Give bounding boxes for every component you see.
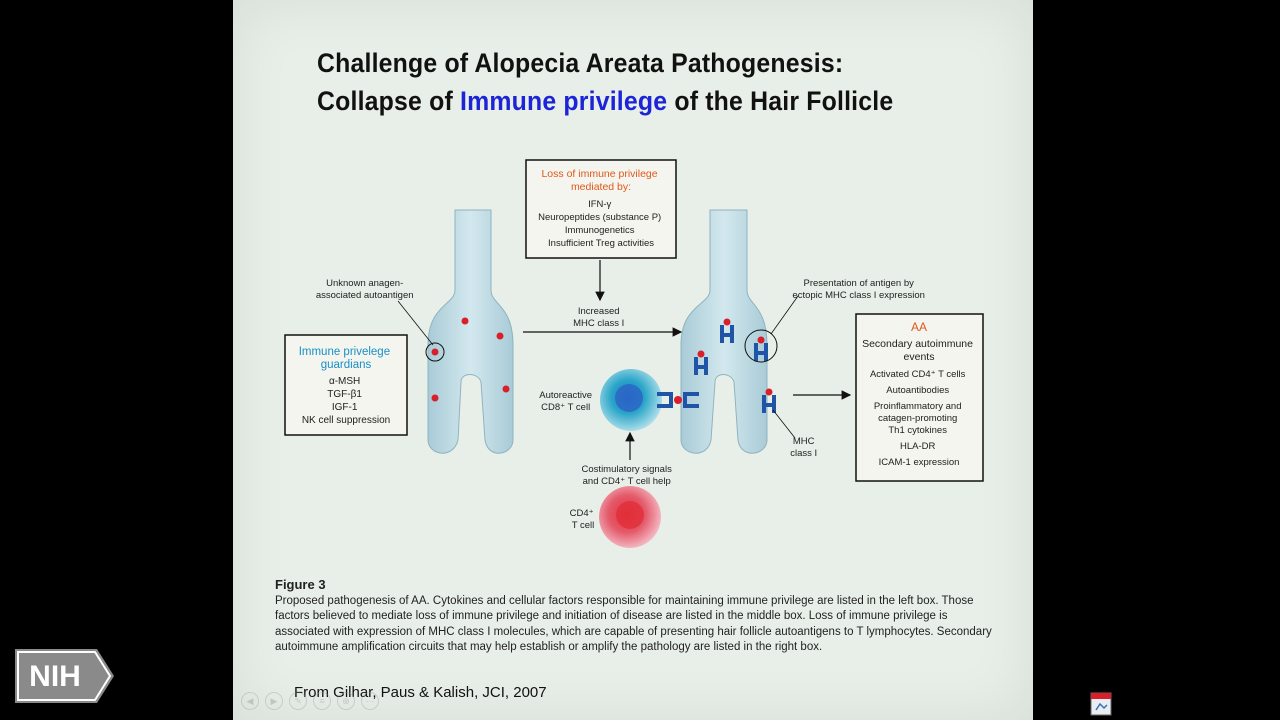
left-box-item: α-MSH: [329, 376, 360, 387]
tcr-mhc-complex: [657, 392, 699, 408]
title-line-2-prefix: Collapse of: [317, 86, 461, 116]
svg-text:Loss of immune privilege: Loss of immune privilege mediated by:: [541, 168, 660, 193]
label-unknown-antigen: associated autoantigen: [316, 290, 414, 301]
right-box-item: Th1 cytokines: [888, 425, 947, 436]
label-autoreactive: CD8⁺ T cell: [541, 402, 590, 413]
svg-text:Activated CD4⁺ T cells A: Activated CD4⁺ T cells Autoantibodies Pr…: [870, 369, 968, 468]
title-highlight: Immune privilege: [460, 86, 668, 116]
presentation-leader-line: [770, 295, 799, 335]
pen-icon[interactable]: ✎: [289, 692, 307, 710]
zoom-icon[interactable]: ⊕: [337, 692, 355, 710]
left-box-item: IGF-1: [332, 402, 358, 413]
center-box-item: Neuropeptides (substance P): [538, 212, 661, 223]
center-box-heading-1: Loss of immune privilege: [541, 168, 657, 180]
title-line-1: Challenge of Alopecia Areata Pathogenesi…: [317, 48, 844, 78]
right-box-item: HLA-DR: [900, 441, 936, 452]
right-box-item: ICAM-1 expression: [879, 457, 960, 468]
nih-logo: NIH: [15, 649, 114, 703]
figure-label: Figure 3: [275, 577, 326, 592]
left-follicle-antigens: [425, 317, 510, 402]
right-box: [855, 313, 984, 482]
label-costimulatory: and CD4⁺ T cell help: [583, 476, 671, 487]
title-line-2-suffix: of the Hair Follicle: [667, 86, 894, 116]
slide: Challenge of Alopecia Areata Pathogenesi…: [233, 0, 1033, 720]
next-slide-icon[interactable]: ▶: [265, 692, 283, 710]
right-box-heading: AA: [911, 320, 927, 334]
cd4-t-cell: [599, 486, 661, 548]
svg-text:AA: AA: [911, 320, 927, 334]
label-mhc-class: MHC: [793, 436, 815, 447]
right-box-item: Proinflammatory and: [874, 401, 962, 412]
prev-slide-icon[interactable]: ◀: [241, 692, 259, 710]
left-box: [284, 334, 408, 436]
left-box-heading-1: Immune privelege: [299, 346, 390, 358]
label-autoreactive: Autoreactive: [539, 390, 592, 401]
mhc-receptors: [694, 318, 778, 413]
right-box-item: Activated CD4⁺ T cells: [870, 369, 966, 380]
source-citation: From Gilhar, Paus & Kalish, JCI, 2007: [294, 684, 547, 701]
label-presentation: ectopic MHC class I expression: [792, 290, 925, 301]
center-box: [525, 159, 677, 259]
left-box-item: NK cell suppression: [302, 415, 390, 426]
right-box-item: Autoantibodies: [886, 385, 949, 396]
nih-logo-text: NIH: [29, 660, 81, 693]
antigen-leader-line: [397, 300, 434, 346]
svg-text:Immune privelege guardia: Immune privelege guardians: [299, 346, 394, 371]
center-box-heading-2: mediated by:: [571, 181, 631, 193]
left-box-item: TGF-β1: [327, 389, 362, 400]
pathogenesis-diagram: Loss of immune privilege mediated by: IF…: [284, 159, 984, 548]
slide-title: Challenge of Alopecia Areata Pathogenesi…: [317, 44, 893, 120]
label-increased-mhc: MHC class I: [573, 318, 624, 329]
label-unknown-antigen: Unknown anagen-: [326, 278, 403, 289]
svg-text:α-MSH TGF-β1 IGF-1: α-MSH TGF-β1 IGF-1 NK cell suppression: [302, 376, 390, 426]
svg-text:IFN-γ Neuropeptides (sub: IFN-γ Neuropeptides (substance P) Immuno…: [538, 199, 664, 249]
slide-nav-controls[interactable]: ◀ ▶ ✎ ≡ ⊕ ⋯: [241, 692, 379, 710]
center-box-item: IFN-γ: [588, 199, 611, 210]
right-box-item: catagen-promoting: [878, 413, 957, 424]
label-increased-mhc: Increased: [578, 306, 620, 317]
svg-text:Unknown anagen- associat: Unknown anagen- associated autoantigen I…: [316, 278, 928, 531]
right-box-item: events: [904, 351, 935, 363]
label-costimulatory: Costimulatory signals: [582, 464, 673, 475]
center-box-item: Immunogenetics: [565, 225, 635, 236]
label-cd4: T cell: [572, 520, 595, 531]
label-mhc-class: class I: [790, 448, 817, 459]
menu-icon[interactable]: ≡: [313, 692, 331, 710]
figure-caption: Figure 3 Proposed pathogenesis of AA. Cy…: [275, 577, 1005, 656]
right-box-item: Secondary autoimmune: [862, 338, 973, 350]
cd8-t-cell: [600, 369, 662, 431]
svg-text:Secondary autoimmune eve: Secondary autoimmune events: [862, 338, 976, 363]
more-icon[interactable]: ⋯: [361, 692, 379, 710]
left-box-heading-2: guardians: [321, 359, 372, 371]
left-hair-follicle: [427, 209, 514, 454]
mhc-leader-line: [772, 409, 796, 439]
title-line-2: Collapse of Immune privilege of the Hair…: [317, 82, 893, 120]
label-cd4: CD4⁺: [570, 508, 594, 519]
label-presentation: Presentation of antigen by: [803, 278, 914, 289]
center-box-item: Insufficient Treg activities: [548, 238, 654, 249]
caption-text: Proposed pathogenesis of AA. Cytokines a…: [275, 594, 992, 654]
document-icon[interactable]: [1090, 692, 1112, 716]
